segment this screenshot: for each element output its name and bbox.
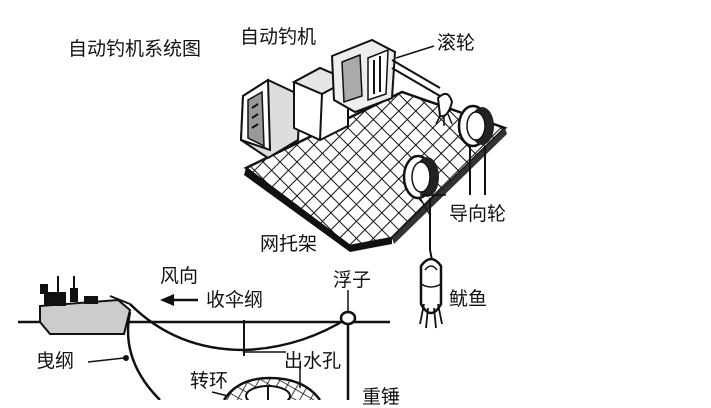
label-net-rack: 网托架 <box>260 235 317 254</box>
float-icon <box>341 290 355 400</box>
label-retract-rope: 收伞纲 <box>206 291 263 310</box>
label-float: 浮子 <box>333 271 371 290</box>
label-weight: 重锤 <box>362 388 400 407</box>
diagram-title: 自动钓机系统图 <box>68 40 201 59</box>
squid-icon <box>420 250 442 328</box>
label-roller: 滚轮 <box>437 34 475 53</box>
label-wind: 风向 <box>160 267 198 286</box>
sea-anchor-icon <box>224 368 320 400</box>
label-swivel: 转环 <box>190 372 228 391</box>
wind-arrow-icon <box>160 294 198 306</box>
label-machine: 自动钓机 <box>240 28 316 47</box>
label-guide-wheel: 导向轮 <box>449 205 506 224</box>
boat-icon <box>40 276 130 334</box>
label-squid: 鱿鱼 <box>449 290 487 309</box>
label-tow-rope: 曳纲 <box>36 352 74 371</box>
label-outlet-hole: 出水孔 <box>284 352 341 371</box>
